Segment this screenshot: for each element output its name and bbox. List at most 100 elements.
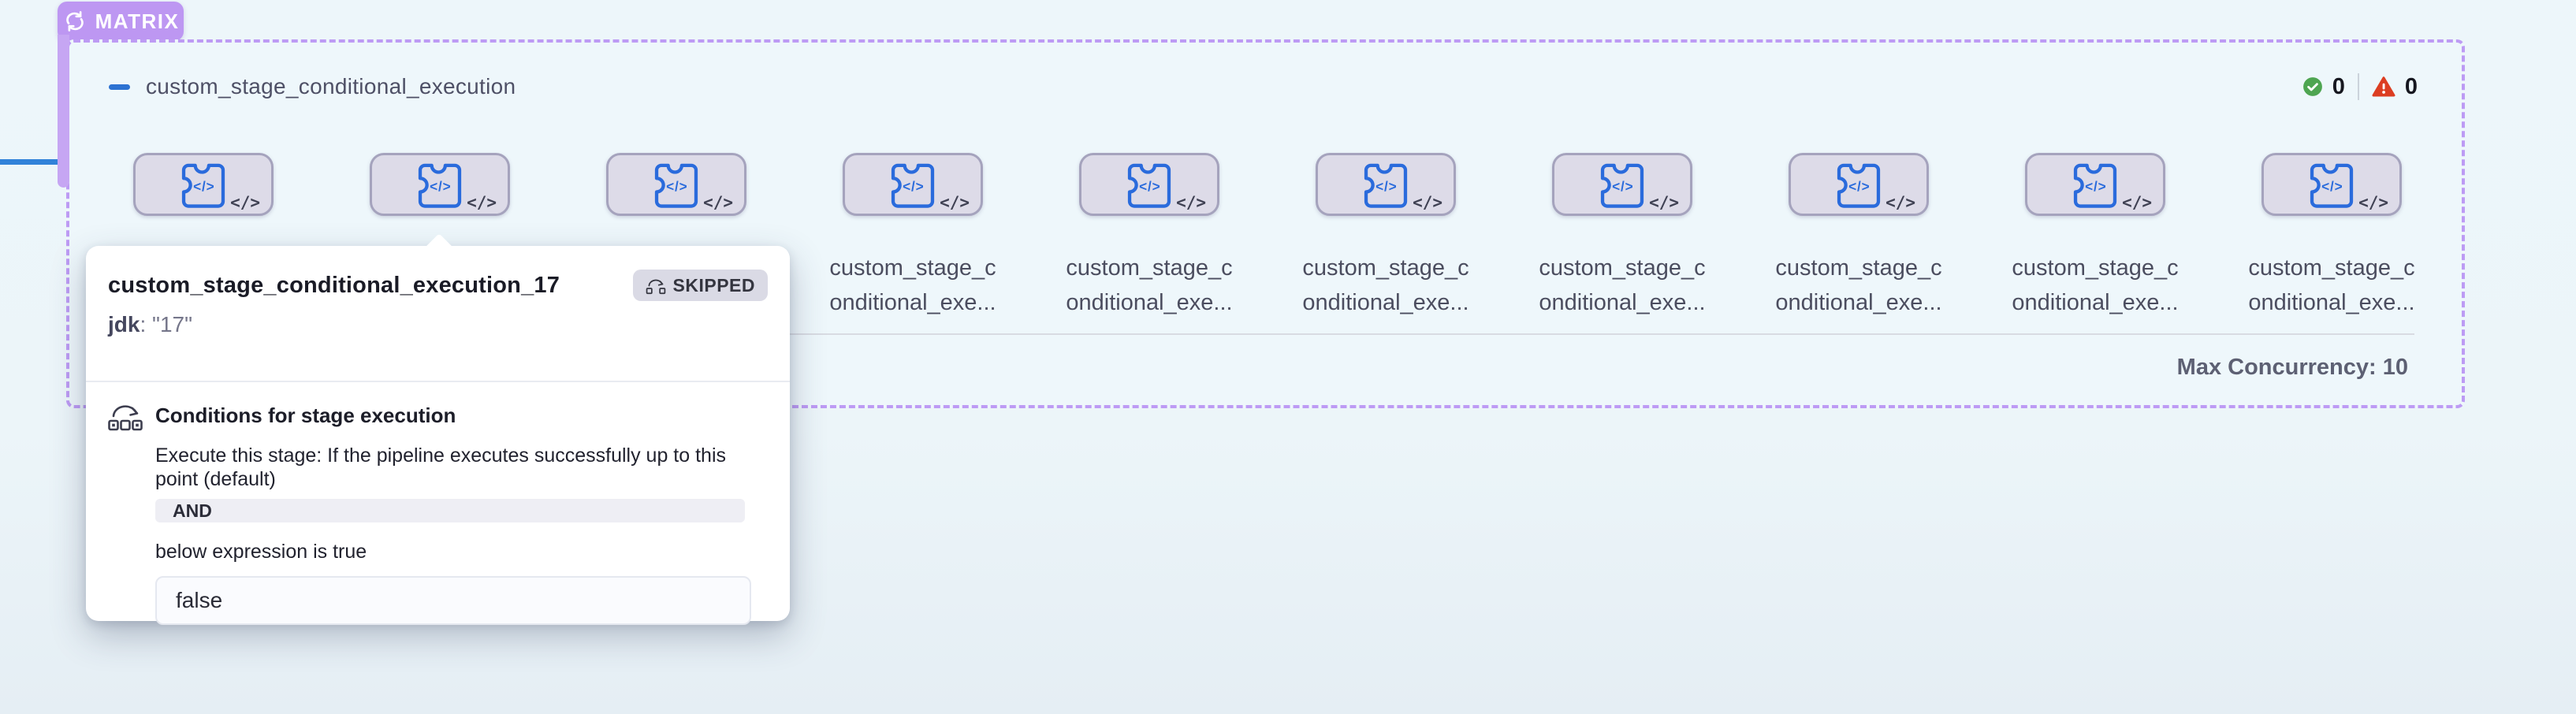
stage-label: custom_stage_c onditional_exe...	[1775, 251, 1941, 320]
status-divider	[2357, 73, 2359, 100]
stage-card[interactable]: </> </>	[370, 153, 510, 216]
tooltip-title: custom_stage_conditional_execution_17	[108, 272, 560, 298]
svg-text:</>: </>	[1139, 179, 1160, 195]
grid-divider	[121, 333, 2414, 335]
custom-stage-icon: </>	[2073, 163, 2117, 208]
matrix-header: custom_stage_conditional_execution	[109, 69, 516, 104]
svg-text:</>: </>	[2085, 179, 2106, 195]
stage-label-line2: onditional_exe...	[2012, 290, 2179, 315]
stage-cell: </> </> custom_stage_c onditional_exe...	[795, 153, 1031, 320]
param-value: : "17"	[140, 312, 193, 337]
stage-label-line1: custom_stage_c	[2012, 255, 2179, 281]
custom-stage-icon: </>	[1837, 163, 1881, 208]
stage-label: custom_stage_c onditional_exe...	[1539, 251, 1705, 320]
stage-label-line2: onditional_exe...	[1066, 290, 1233, 315]
matrix-title: custom_stage_conditional_execution	[146, 74, 516, 99]
custom-stage-icon: </>	[2310, 163, 2354, 208]
code-glyph: </>	[467, 193, 497, 212]
svg-text:</>: </>	[1375, 179, 1397, 195]
code-glyph: </>	[230, 193, 260, 212]
stage-label-line2: onditional_exe...	[1539, 290, 1706, 315]
conditions-heading: Conditions for stage execution	[155, 403, 456, 427]
stage-label-line2: onditional_exe...	[1302, 290, 1469, 315]
stage-card[interactable]: </> </>	[1552, 153, 1692, 216]
and-operator-chip: AND	[155, 499, 745, 522]
code-glyph: </>	[1176, 193, 1206, 212]
skipped-icon	[646, 279, 665, 295]
stage-parameter: jdk: "17"	[108, 312, 768, 339]
custom-stage-icon: </>	[181, 163, 225, 208]
custom-stage-icon: </>	[1127, 163, 1171, 208]
matrix-badge-label: MATRIX	[95, 9, 180, 33]
collapse-button[interactable]	[109, 84, 130, 90]
stage-label: custom_stage_c onditional_exe...	[829, 251, 996, 320]
stage-grid: </> </> custom_stage_c onditional_exe...…	[85, 153, 2450, 320]
max-concurrency: Max Concurrency: 10	[2177, 355, 2408, 381]
svg-text:</>: </>	[1848, 179, 1870, 195]
expression-value-box: false	[155, 576, 751, 625]
stage-card[interactable]: </> </>	[133, 153, 274, 216]
stage-card[interactable]: </> </>	[606, 153, 746, 216]
code-glyph: </>	[1649, 193, 1679, 212]
stage-cell: </> </> custom_stage_c onditional_exe...	[1268, 153, 1504, 320]
svg-text:</>: </>	[666, 179, 687, 195]
stage-tooltip: custom_stage_conditional_execution_17 SK…	[86, 233, 790, 625]
status-badge-skipped: SKIPPED	[632, 270, 768, 301]
stage-label-line2: onditional_exe...	[2248, 290, 2415, 315]
svg-text:</>: </>	[430, 179, 451, 195]
custom-stage-icon: </>	[1600, 163, 1644, 208]
stage-label-line2: onditional_exe...	[829, 290, 996, 315]
code-glyph: </>	[940, 193, 970, 212]
tooltip-header: custom_stage_conditional_execution_17 SK…	[108, 270, 768, 301]
stage-card[interactable]: </> </>	[1789, 153, 1929, 216]
custom-stage-icon: </>	[654, 163, 698, 208]
stage-label-line1: custom_stage_c	[1775, 255, 1942, 281]
stage-card[interactable]: </> </>	[2261, 153, 2402, 216]
custom-stage-icon: </>	[891, 163, 935, 208]
stage-label-line1: custom_stage_c	[1066, 255, 1233, 281]
stage-card[interactable]: </> </>	[1316, 153, 1456, 216]
stage-cell: </> </> custom_stage_c onditional_exe...	[1977, 153, 2213, 320]
max-concurrency-label: Max Concurrency:	[2176, 355, 2383, 380]
custom-stage-icon: </>	[418, 163, 462, 208]
stage-label-line1: custom_stage_c	[829, 255, 996, 281]
stage-cell: </> </> custom_stage_c onditional_exe...	[2213, 153, 2450, 320]
pipeline-connector-line	[0, 159, 62, 165]
tooltip-divider	[86, 381, 790, 382]
code-glyph: </>	[1413, 193, 1442, 212]
success-icon	[2302, 77, 2322, 96]
svg-text:</>: </>	[2321, 179, 2343, 195]
stage-card[interactable]: </> </>	[1079, 153, 1219, 216]
status-counts: 0 0	[2302, 69, 2418, 104]
stage-cell: </> </> custom_stage_c onditional_exe...	[1031, 153, 1268, 320]
conditions-default-text: Execute this stage: If the pipeline exec…	[155, 444, 727, 490]
matrix-badge: MATRIX	[58, 2, 184, 41]
param-label: jdk	[108, 312, 140, 337]
status-badge-label: SKIPPED	[672, 274, 755, 296]
matrix-connector-bar	[58, 35, 69, 188]
svg-text:</>: </>	[193, 179, 214, 195]
stage-cell: </> </> custom_stage_c onditional_exe...	[1504, 153, 1740, 320]
conditions-section: Conditions for stage execution Execute t…	[108, 398, 768, 625]
stage-label-line1: custom_stage_c	[1539, 255, 1706, 281]
conditional-execution-icon	[108, 405, 143, 431]
stage-card[interactable]: </> </>	[843, 153, 983, 216]
stage-label-line1: custom_stage_c	[1302, 255, 1469, 281]
code-glyph: </>	[703, 193, 733, 212]
conditions-connector-text: below expression is true	[155, 541, 367, 563]
loop-icon	[65, 11, 84, 32]
code-glyph: </>	[1885, 193, 1915, 212]
failed-count: 0	[2404, 73, 2418, 99]
conditions-header: Conditions for stage execution	[108, 398, 768, 433]
stage-label: custom_stage_c onditional_exe...	[2248, 251, 2414, 320]
stage-card[interactable]: </> </>	[2025, 153, 2165, 216]
stage-label-line1: custom_stage_c	[2248, 255, 2415, 281]
stage-label: custom_stage_c onditional_exe...	[1066, 251, 1232, 320]
stage-label: custom_stage_c onditional_exe...	[2012, 251, 2178, 320]
custom-stage-icon: </>	[1364, 163, 1408, 208]
warning-icon	[2372, 76, 2395, 97]
success-count: 0	[2332, 73, 2345, 99]
stage-label: custom_stage_c onditional_exe...	[1302, 251, 1469, 320]
svg-text:</>: </>	[1612, 179, 1633, 195]
